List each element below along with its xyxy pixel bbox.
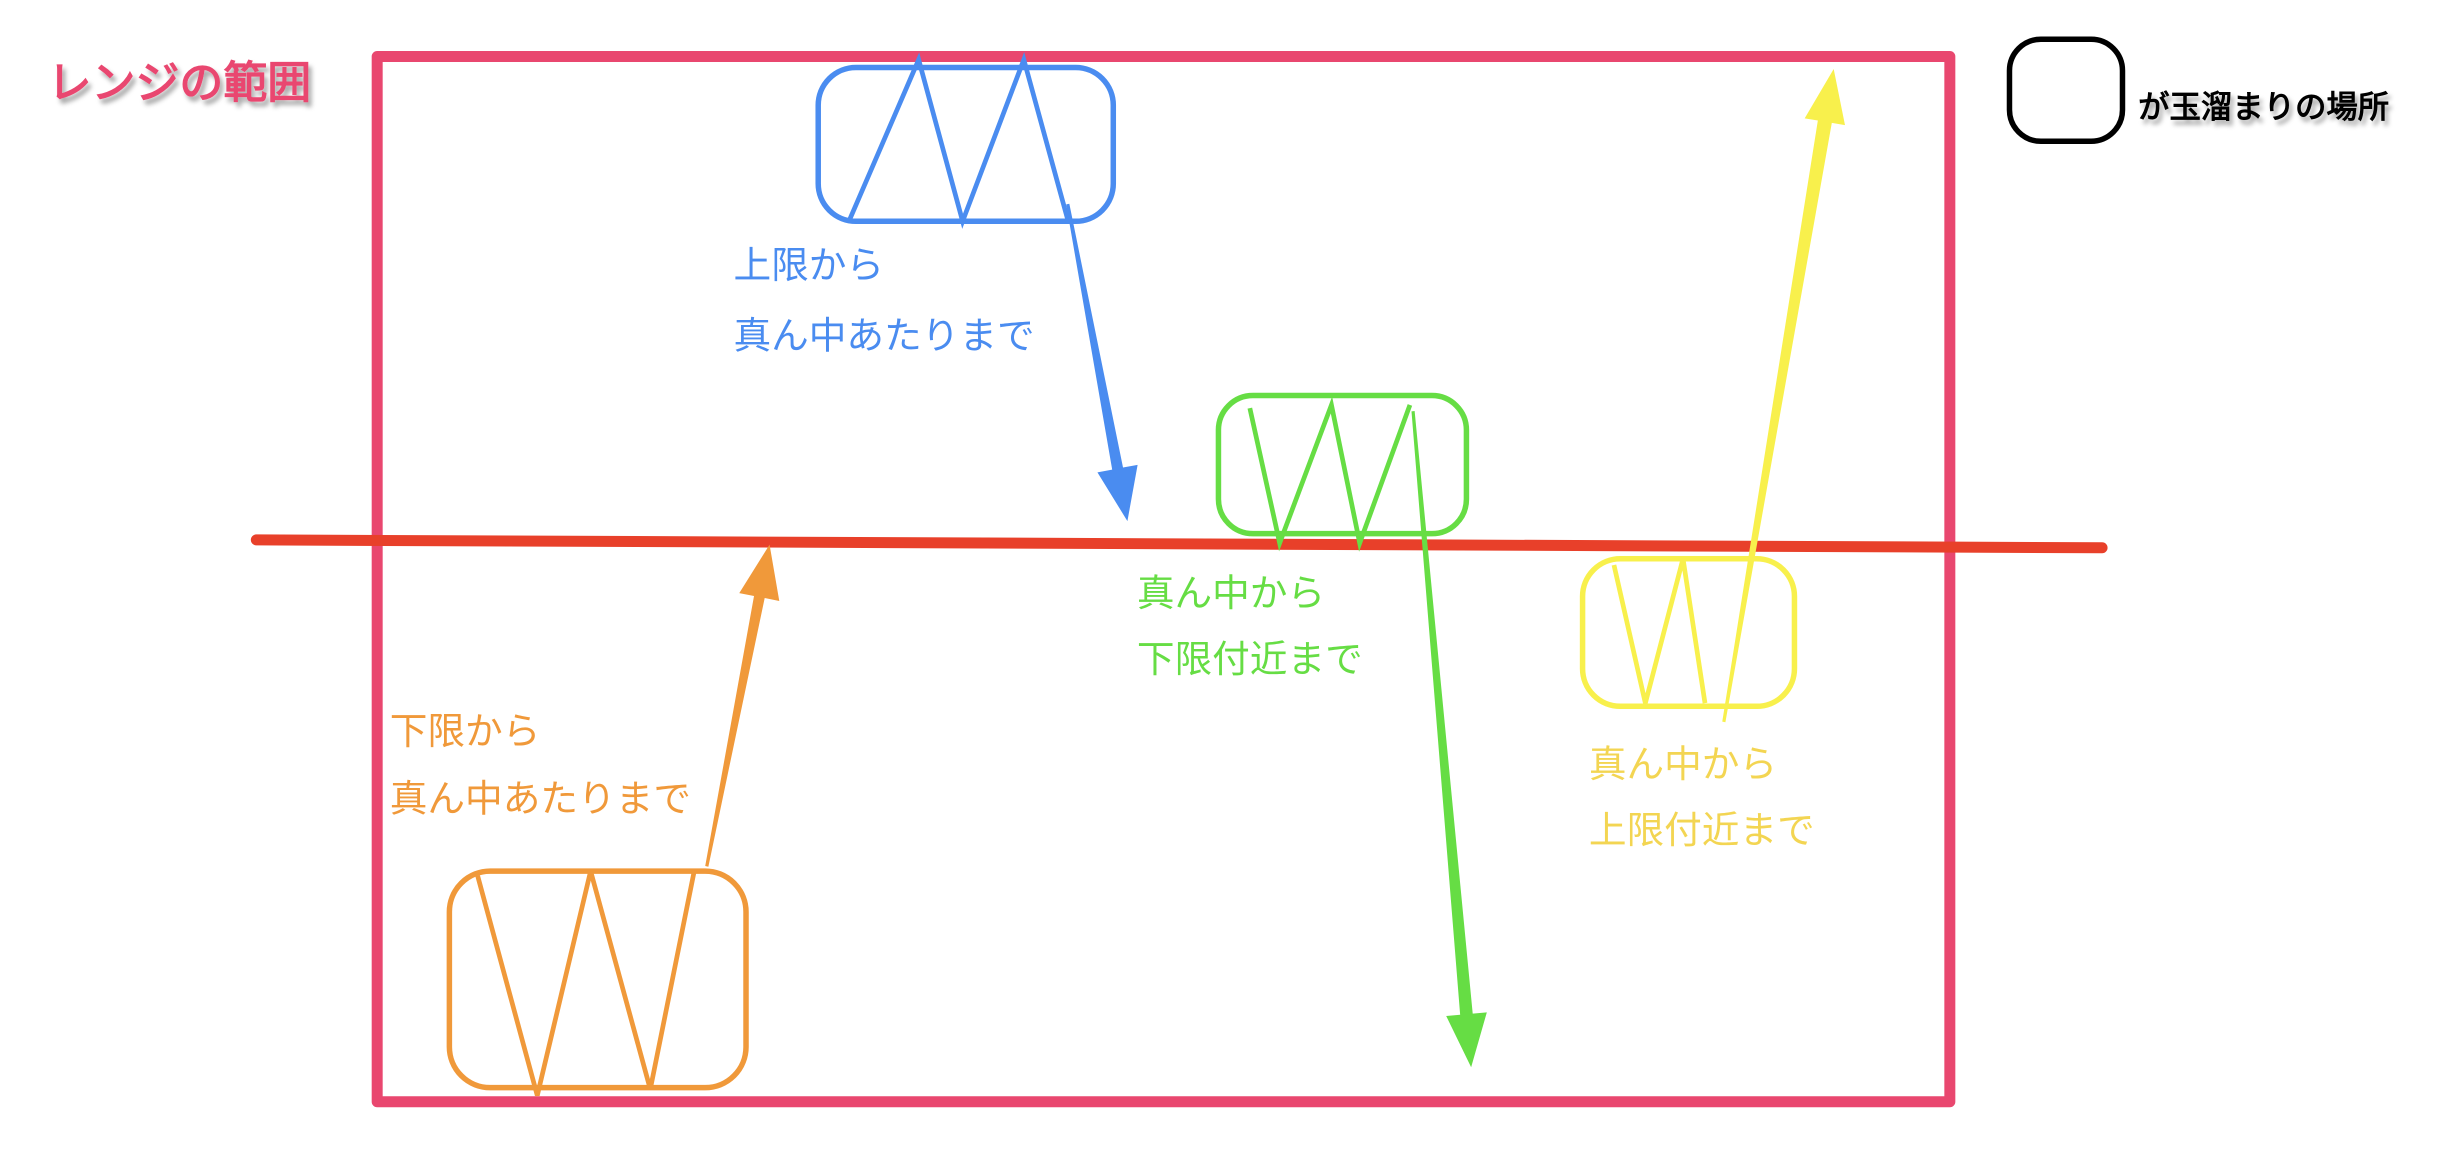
range-boundary bbox=[371, 51, 1956, 1108]
yellow-accumulation-zone bbox=[1579, 556, 1798, 710]
blue-accumulation-zone bbox=[815, 52, 1117, 229]
orange-accumulation-zone bbox=[446, 868, 749, 1097]
orange-label-line2: 真ん中あたりまで bbox=[390, 776, 691, 820]
blue-down-arrow bbox=[1066, 203, 1138, 522]
green-label-line2: 下限付近まで bbox=[1137, 637, 1363, 681]
green-accumulation-zone bbox=[1215, 392, 1470, 552]
yellow-up-arrow bbox=[1722, 69, 1845, 723]
green-label-line1: 真ん中から bbox=[1137, 571, 1325, 615]
orange-label-line1: 下限から bbox=[390, 709, 541, 753]
blue-label-line1: 上限から bbox=[733, 243, 884, 287]
legend-text: が玉溜まりの場所 bbox=[2138, 90, 2389, 126]
orange-up-arrow bbox=[705, 544, 780, 867]
yellow-label-line1: 真ん中から bbox=[1589, 742, 1777, 786]
legend-box-icon bbox=[2006, 36, 2126, 145]
range-midline bbox=[250, 534, 2108, 554]
blue-label-line2: 真ん中あたりまで bbox=[733, 313, 1034, 357]
yellow-label-line2: 上限付近まで bbox=[1589, 808, 1815, 852]
diagram-title: レンジの範囲 bbox=[48, 57, 312, 108]
green-down-arrow bbox=[1411, 411, 1487, 1068]
